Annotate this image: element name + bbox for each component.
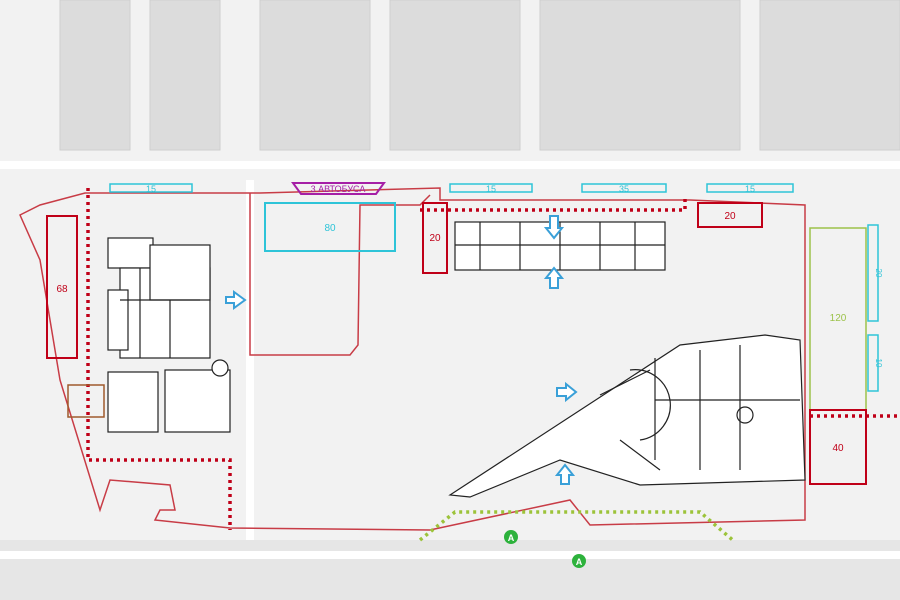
pedestrian-route [418,510,737,544]
parking-north-strip-3 [581,183,667,193]
site-boundary [19,187,806,531]
bus-stop-label: 3 АВТОБУСА [311,184,366,194]
entrance-arrows [225,215,578,485]
small-brown-lot [67,384,105,418]
parking-north-block-right-label: 20 [724,211,736,222]
red-dotted-route [86,188,900,530]
transit-stop-label: A [508,533,515,543]
parking-north-strip-4-label: 15 [745,184,755,194]
parking-east-vertical-1-label: 20 [874,269,883,278]
parking-east-lot-label: 40 [832,443,844,454]
building-west [107,237,231,433]
entrance-arrow-icon [556,381,578,403]
buildings [107,221,806,498]
parking-north-strip-3-label: 35 [619,184,629,194]
metro-stop-icon [572,554,586,568]
parking-north-strip-4 [706,183,794,193]
parking-north-central [264,202,396,252]
parking-east-vertical-2 [867,334,879,392]
parking-east-green-label: 120 [830,313,847,324]
parking-north-block-right [697,202,763,228]
parking-areas: 68 80 15 15 35 15 20 20 120 40 20 10 [46,183,883,485]
parking-north-block-left [422,202,448,274]
parking-north-strip-2-label: 15 [486,184,496,194]
parking-west-lot [46,215,78,359]
site-boundary-inner [249,193,431,356]
parking-north-central-label: 80 [324,223,336,234]
parking-north-strip-1-label: 15 [146,184,156,194]
parking-west-lot-label: 68 [56,284,68,295]
parking-north-block-left-label: 20 [429,233,441,244]
entrance-arrow-icon [543,266,565,289]
parking-north-strip-2 [449,183,533,193]
transit-stop-label: A [576,557,583,567]
parking-east-vertical-1 [867,224,879,322]
parking-east-lot [809,409,867,485]
entrance-arrow-icon [543,215,565,240]
parking-north-strip-1 [109,183,193,193]
transit-stops: A A [504,530,586,568]
entrance-arrow-icon [225,290,247,310]
building-southeast [448,334,806,498]
bus-stop: 3 АВТОБУСА [291,182,386,195]
parking-east-vertical-2-label: 10 [874,359,883,368]
bus-stop-icon [291,182,386,195]
entrance-arrow-icon [554,463,576,485]
metro-stop-icon [504,530,518,544]
